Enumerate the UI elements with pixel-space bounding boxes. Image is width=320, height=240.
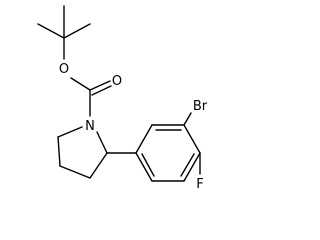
- bond-tbu-methyl-right: [63, 23, 91, 39]
- bond-ring-n-c5: [57, 126, 83, 138]
- atom-label-ether-oxygen: O: [59, 62, 69, 77]
- molecule-structure: O O N Br F: [37, 5, 208, 192]
- atom-label-fluorine: F: [196, 177, 203, 192]
- bond-phenyl-4-5: [183, 152, 201, 182]
- bond-ring-c5-c4: [57, 136, 61, 167]
- bond-phenyl-inner-b: [180, 153, 195, 177]
- bond-ring-c4-c3: [59, 165, 91, 179]
- bond-tbu-methyl-left: [37, 23, 65, 39]
- bond-phenyl-to-bromine: [183, 112, 192, 126]
- atom-label-bromine: Br: [193, 99, 208, 114]
- bond-carbonyl-double-a: [89, 80, 111, 91]
- bond-carbonyl-double-b: [91, 85, 112, 96]
- bond-oxygen-to-carbonyl: [70, 77, 91, 91]
- bond-ring-c3-c2: [89, 152, 108, 179]
- atom-label-carbonyl-oxygen: O: [112, 74, 122, 89]
- bond-phenyl-6-1: [135, 152, 153, 182]
- bond-phenyl-inner-c: [141, 153, 155, 177]
- atom-label-ring-nitrogen: N: [85, 119, 95, 134]
- bond-ring-c2-n: [96, 131, 108, 154]
- bond-phenyl-1-2: [135, 124, 153, 154]
- bond-phenyl-3-4: [183, 124, 201, 154]
